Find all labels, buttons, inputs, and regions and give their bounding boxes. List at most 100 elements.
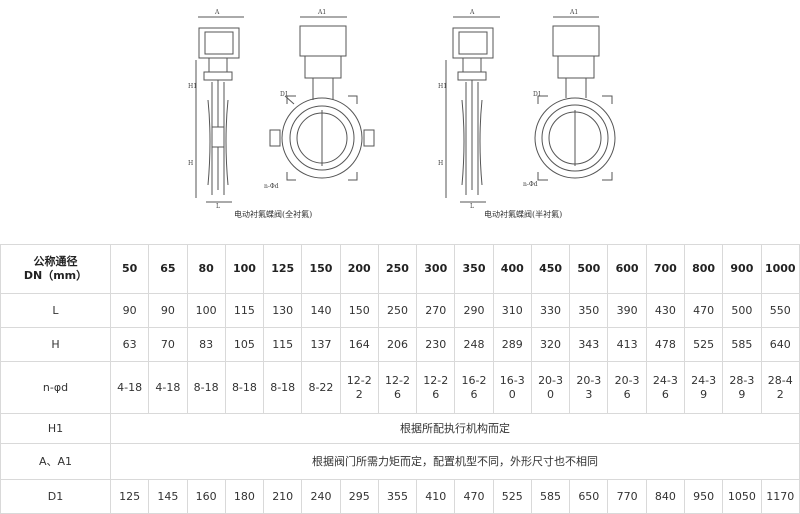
value-text: 20-33 — [576, 373, 602, 401]
size-cell: 300 — [416, 244, 456, 294]
value-cell: 24-39 — [683, 361, 724, 414]
value-cell: 585 — [530, 479, 571, 514]
right-side-view — [445, 16, 500, 203]
value-cell: 250 — [377, 293, 418, 328]
value-cell: 525 — [683, 327, 724, 362]
dim-label-l-left: L — [216, 203, 220, 210]
value-cell: 145 — [148, 479, 188, 514]
row-label-h: H — [0, 327, 111, 362]
value-cell: 240 — [301, 479, 341, 514]
value-text: 28-39 — [729, 373, 755, 401]
value-cell: 115 — [224, 293, 265, 328]
right-front-view — [534, 16, 616, 181]
dim-label-l-right: L — [470, 203, 474, 210]
size-cell: 400 — [492, 244, 532, 294]
value-text: 12-22 — [346, 373, 372, 401]
size-cell: 125 — [263, 244, 303, 294]
row-label-d1: D1 — [0, 479, 111, 514]
dim-label-a1-left: A1 — [317, 9, 326, 16]
value-cell: 550 — [760, 293, 800, 328]
value-text: 20-36 — [614, 373, 640, 401]
value-cell: 115 — [263, 327, 303, 362]
size-cell: 350 — [454, 244, 494, 294]
value-cell: 130 — [263, 293, 303, 328]
size-cell: 250 — [377, 244, 418, 294]
value-text: 12-26 — [423, 373, 449, 401]
value-cell: 650 — [569, 479, 609, 514]
value-cell: 8-18 — [224, 361, 265, 414]
value-cell: 83 — [186, 327, 226, 362]
size-cell: 800 — [683, 244, 724, 294]
value-cell: 160 — [186, 479, 226, 514]
row-label-l: L — [0, 293, 111, 328]
value-cell: 1050 — [722, 479, 762, 514]
value-text: 8-18 — [231, 380, 257, 394]
left-side-view — [195, 16, 244, 203]
value-cell: 12-26 — [377, 361, 418, 414]
value-text: 16-30 — [499, 373, 525, 401]
value-cell: 28-39 — [722, 361, 762, 414]
dim-label-h-right: H — [438, 160, 443, 167]
value-cell: 350 — [569, 293, 609, 328]
value-cell: 470 — [683, 293, 724, 328]
table-row-d1: D1 125 145 160 180 210 240 295 355 410 4… — [0, 479, 800, 514]
a-a1-note: 根据阀门所需力矩而定，配置机型不同，外形尺寸也不相同 — [110, 443, 800, 480]
value-text: 8-22 — [308, 380, 334, 394]
value-cell: 12-26 — [416, 361, 456, 414]
dim-label-h-left: H — [188, 160, 193, 167]
size-cell: 50 — [109, 244, 150, 294]
value-cell: 640 — [760, 327, 800, 362]
dn-header-label: 公称通径 DN（mm） — [0, 244, 111, 294]
value-cell: 430 — [645, 293, 685, 328]
value-cell: 8-22 — [301, 361, 341, 414]
value-cell: 330 — [530, 293, 571, 328]
value-cell: 585 — [722, 327, 762, 362]
dim-label-d1-left: D1 — [280, 91, 289, 98]
table-row-n-phi-d: n-φd 4-18 4-18 8-18 8-18 8-18 8-22 12-22… — [0, 361, 800, 414]
table-row-l: L 90 90 100 115 130 140 150 250 270 290 … — [0, 293, 800, 328]
value-text: 12-26 — [385, 373, 410, 401]
value-cell: 90 — [148, 293, 188, 328]
h1-note: 根据所配执行机构而定 — [110, 413, 800, 444]
size-cell: 600 — [607, 244, 647, 294]
size-cell: 450 — [530, 244, 571, 294]
dim-label-nphid-right: n-Φd — [523, 181, 538, 188]
value-cell: 295 — [339, 479, 379, 514]
value-cell: 290 — [454, 293, 494, 328]
value-cell: 840 — [645, 479, 685, 514]
right-drawing-caption: 电动衬氟蝶阀(半衬氟) — [484, 209, 562, 219]
value-cell: 63 — [109, 327, 150, 362]
value-cell: 206 — [377, 327, 418, 362]
spec-table: 公称通径 DN（mm） 50 65 80 100 125 150 200 250… — [0, 244, 800, 514]
dim-label-h1-left: H1 — [188, 83, 197, 90]
table-row-h1: H1 根据所配执行机构而定 — [0, 413, 800, 444]
value-cell: 105 — [224, 327, 265, 362]
dim-label-a-right: A — [469, 9, 475, 16]
size-cell: 80 — [186, 244, 226, 294]
value-cell: 100 — [186, 293, 226, 328]
value-cell: 180 — [224, 479, 265, 514]
size-cell: 65 — [148, 244, 188, 294]
value-cell: 4-18 — [148, 361, 188, 414]
value-cell: 270 — [416, 293, 456, 328]
value-cell: 24-36 — [645, 361, 685, 414]
value-cell: 20-30 — [530, 361, 571, 414]
value-cell: 390 — [607, 293, 647, 328]
size-cell: 200 — [339, 244, 379, 294]
dim-label-d1-right: D1 — [533, 91, 542, 98]
value-cell: 16-26 — [454, 361, 494, 414]
value-cell: 90 — [109, 293, 150, 328]
value-text: 4-18 — [117, 380, 143, 394]
dn-header-line1: 公称通径 — [33, 255, 78, 268]
value-cell: 12-22 — [339, 361, 379, 414]
value-cell: 28-42 — [760, 361, 800, 414]
row-label-a-a1: A、A1 — [0, 443, 111, 480]
value-cell: 137 — [301, 327, 341, 362]
value-cell: 16-30 — [492, 361, 532, 414]
value-cell: 525 — [492, 479, 532, 514]
value-text: 24-36 — [652, 373, 678, 401]
value-cell: 20-33 — [569, 361, 609, 414]
value-text: 20-30 — [538, 373, 564, 401]
value-cell: 320 — [530, 327, 571, 362]
valve-drawings: A A1 H1 H L D1 n-Φd A A1 H1 H L D1 n-Φd … — [188, 9, 616, 219]
